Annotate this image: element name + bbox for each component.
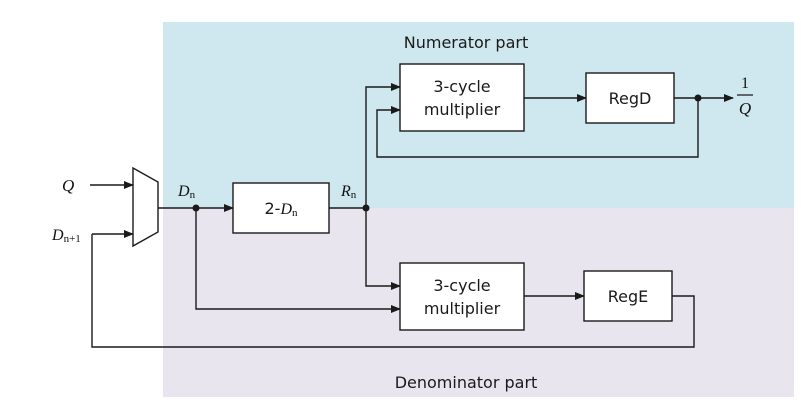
two-minus-dn-block bbox=[232, 182, 330, 234]
rege-label: RegE bbox=[608, 287, 649, 306]
dn-to-bottom-mult-wire bbox=[195, 208, 401, 313]
two-minus-dn-label: 2-Dn bbox=[264, 199, 298, 219]
top-multiplier-line2: multiplier bbox=[424, 100, 501, 119]
numerator-label: Numerator part bbox=[404, 33, 528, 52]
multiplexer bbox=[132, 166, 159, 248]
input-dn1-label: Dn+1 bbox=[51, 227, 81, 245]
top-multiplier-block bbox=[399, 63, 525, 132]
rege-block bbox=[583, 270, 673, 322]
regd-feedback-wire bbox=[376, 98, 699, 158]
rn-to-bottom-mult-wire bbox=[365, 208, 401, 290]
rn-to-top-mult-wire bbox=[365, 83, 401, 208]
output-denominator: Q bbox=[739, 99, 751, 118]
dn-label: Dn bbox=[177, 183, 196, 201]
top-multiplier-line1: 3-cycle bbox=[433, 77, 490, 96]
input-q-label: Q bbox=[62, 176, 74, 195]
rege-feedback-wire bbox=[91, 234, 695, 348]
denominator-label: Denominator part bbox=[395, 373, 538, 392]
bottom-multiplier-block bbox=[399, 262, 525, 331]
output-numerator: 1 bbox=[741, 75, 749, 92]
regd-label: RegD bbox=[609, 89, 652, 108]
bottom-multiplier-line1: 3-cycle bbox=[433, 276, 490, 295]
bottom-multiplier-line2: multiplier bbox=[424, 299, 501, 318]
rn-label: Rn bbox=[340, 183, 357, 201]
